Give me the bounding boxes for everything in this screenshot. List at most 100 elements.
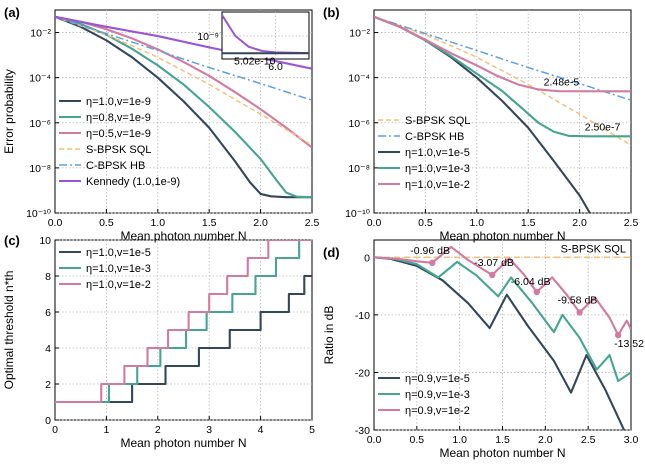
legend-label: η=1.0,v=1e-5 [405, 147, 470, 159]
x-tick-label: 2.5 [305, 217, 320, 229]
x-tick-label: 0.0 [48, 217, 63, 229]
x-axis-label: Mean photon number N [120, 229, 246, 243]
legend-label: η=1.0,v=1e-3 [405, 163, 470, 175]
annotation-marker [614, 331, 622, 339]
x-tick-label: 1.0 [469, 217, 484, 229]
legend-label: η=1.0,v=1e-2 [86, 279, 151, 291]
legend-label: η=0.9,v=1e-3 [405, 389, 470, 401]
legend: S-BPSK SQL C-BPSK HB η=1.0,v=1e-5 η=1.0,v=1… [378, 115, 470, 191]
x-tick-label: 1.5 [495, 434, 510, 446]
y-axis-label: Error probability [2, 69, 16, 154]
series-line-0 [374, 256, 626, 430]
series-group [55, 240, 312, 404]
annotation-marker [489, 271, 496, 279]
x-tick-label: 0 [52, 424, 58, 436]
plot-frame [54, 9, 313, 214]
y-tick-label: 10⁻¹⁰ [26, 208, 51, 220]
series-line-2 [55, 15, 312, 149]
legend-label: η=1.0,v=1e-3 [86, 263, 151, 275]
panel-label: (a) [4, 5, 20, 20]
x-tick-label: 3.0 [624, 434, 639, 446]
annotation-label: 2.50e-7 [585, 121, 621, 133]
legend-label: η=0.9,v=1e-5 [405, 373, 470, 385]
annotation-label: 2.48e-5 [544, 76, 580, 88]
series-line-2 [55, 240, 312, 404]
panel-label: (c) [4, 233, 20, 248]
legend-label: η=1.0,v=1e-2 [405, 179, 470, 191]
x-tick-label: 5 [309, 424, 315, 436]
y-tick-label: 10⁻⁶ [348, 118, 370, 130]
x-tick-label: 2 [155, 424, 161, 436]
y-tick-label: 0 [364, 252, 370, 264]
annotation-label: -6.04 dB [511, 276, 551, 288]
y-tick-label: -10 [355, 310, 370, 322]
series-group [55, 15, 312, 199]
x-axis-label: Mean photon number N [439, 446, 565, 460]
series-line-0 [55, 274, 312, 404]
legend-label: C-BPSK HB [405, 131, 464, 143]
y-tick-label: 10⁻¹⁰ [345, 208, 370, 220]
x-tick-label: 4 [258, 424, 264, 436]
inset-annotation: 5.02e-10 [234, 55, 276, 67]
y-tick-label: 4 [45, 343, 51, 355]
inset-y-tick-label: 10⁻⁹ [197, 31, 219, 43]
legend-label: C-BPSK HB [86, 160, 145, 172]
legend-label: S-BPSK SQL [86, 144, 151, 156]
inset-series [222, 14, 309, 55]
y-tick-label: 0 [45, 415, 51, 427]
y-axis-label: Ratio in dB [322, 306, 336, 365]
series-line-1 [55, 15, 312, 199]
legend-label: Kennedy (1.0,1e-9) [86, 176, 180, 188]
x-tick-label: 0.5 [418, 217, 433, 229]
annotation-label: -0.96 dB [410, 245, 450, 257]
series-line-0 [374, 16, 631, 146]
series-line-1 [55, 240, 312, 404]
y-tick-label: 8 [45, 271, 51, 283]
y-tick-label: -20 [355, 367, 370, 379]
x-tick-label: 2.5 [624, 217, 639, 229]
panel-label: (b) [323, 5, 340, 20]
legend-label: η=0.8,v=1e-9 [86, 112, 151, 124]
series-line-4 [374, 15, 631, 93]
x-tick-label: 2.0 [538, 434, 553, 446]
x-tick-label: 2.5 [581, 434, 596, 446]
legend: η=1.0,v=1e-9 η=0.8,v=1e-9 η=0.5,v=1e-9S-BP… [59, 96, 180, 188]
plot-frame [373, 9, 632, 214]
x-tick-label: 0.0 [367, 434, 382, 446]
y-tick-label: 10⁻² [30, 28, 51, 40]
y-tick-label: 2 [45, 379, 51, 391]
y-tick-label: 10⁻⁴ [29, 73, 51, 85]
annotation-marker [576, 309, 583, 316]
legend-label: S-BPSK SQL [405, 115, 470, 127]
plot-frame [54, 239, 313, 421]
series-line-3 [55, 16, 312, 146]
x-tick-label: 0.5 [99, 217, 114, 229]
series-line-1 [374, 16, 631, 101]
annotation-marker [533, 288, 540, 296]
annotation-marker [429, 259, 436, 266]
legend-label: η=1.0,v=1e-9 [86, 96, 151, 108]
series-line-4 [55, 16, 312, 101]
legend: η=1.0,v=1e-5η=1.0,v=1e-3η=1.0,v=1e-2 [59, 247, 151, 291]
y-tick-label: -30 [355, 425, 370, 437]
series-line-0 [55, 15, 312, 199]
x-tick-label: 1 [103, 424, 109, 436]
x-tick-label: 1.0 [452, 434, 467, 446]
series-group [374, 15, 631, 213]
x-tick-label: 0.0 [367, 217, 382, 229]
x-tick-label: 1.0 [150, 217, 165, 229]
y-tick-label: 6 [45, 307, 51, 319]
x-tick-label: 1.5 [202, 217, 217, 229]
x-tick-label: 2.0 [253, 217, 268, 229]
series-line-5 [55, 15, 312, 70]
y-tick-label: 10⁻² [349, 28, 370, 40]
legend-label: η=0.5,v=1e-9 [86, 128, 151, 140]
y-tick-label: 10 [39, 235, 51, 247]
legend: η=0.9,v=1e-5η=0.9,v=1e-3η=0.9,v=1e-2 [378, 373, 470, 417]
reference-label: S-BPSK SQL [561, 243, 626, 255]
panel-label: (d) [323, 245, 340, 260]
